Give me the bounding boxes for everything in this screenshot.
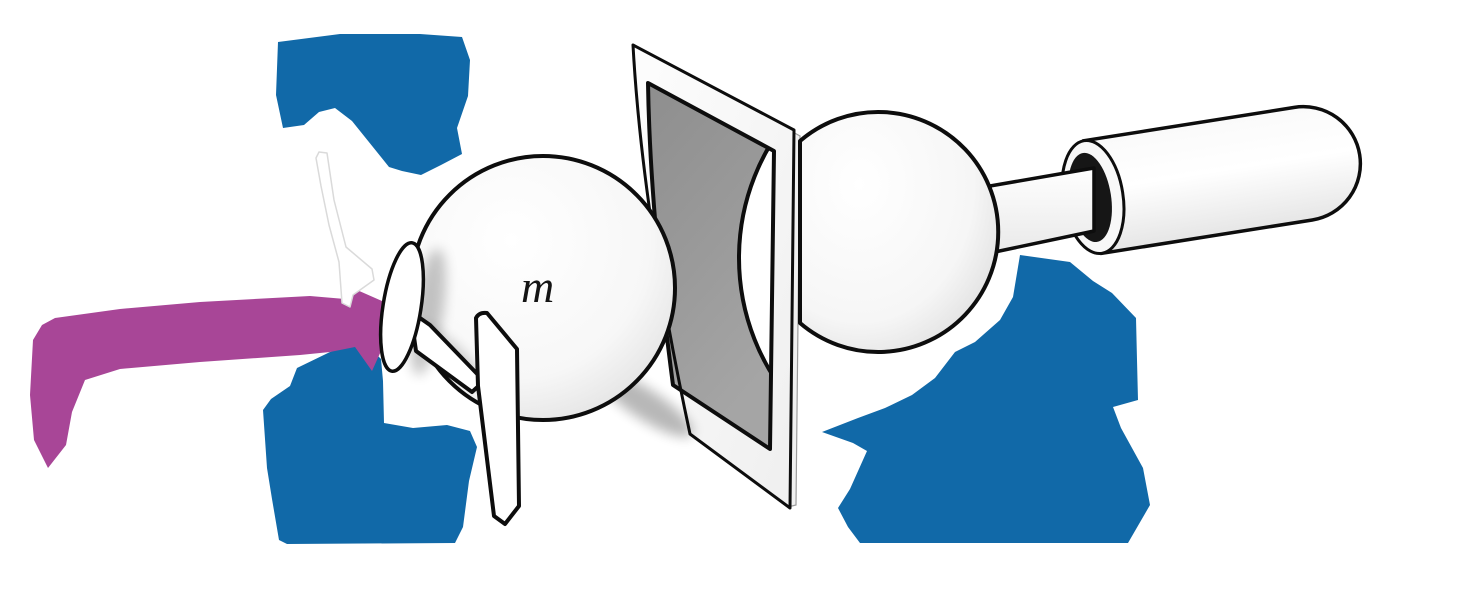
tall-blade-icon: [474, 310, 521, 526]
blue-arrow-top-icon: [276, 34, 470, 175]
aperture-hole: [737, 83, 774, 449]
disk: [378, 240, 426, 374]
cylinder-body: [1082, 104, 1363, 256]
small-sphere: [798, 110, 1001, 354]
mass-label: m: [521, 261, 554, 312]
blue-arrow-bottom-right-icon: [822, 255, 1150, 543]
blue-arrow-bottom-left-icon: [263, 343, 477, 544]
purple-arrow-icon: [30, 290, 400, 468]
thin-blade-upper-icon: [315, 151, 375, 308]
screen-panel: [648, 83, 774, 449]
cylinder: [1060, 104, 1363, 256]
